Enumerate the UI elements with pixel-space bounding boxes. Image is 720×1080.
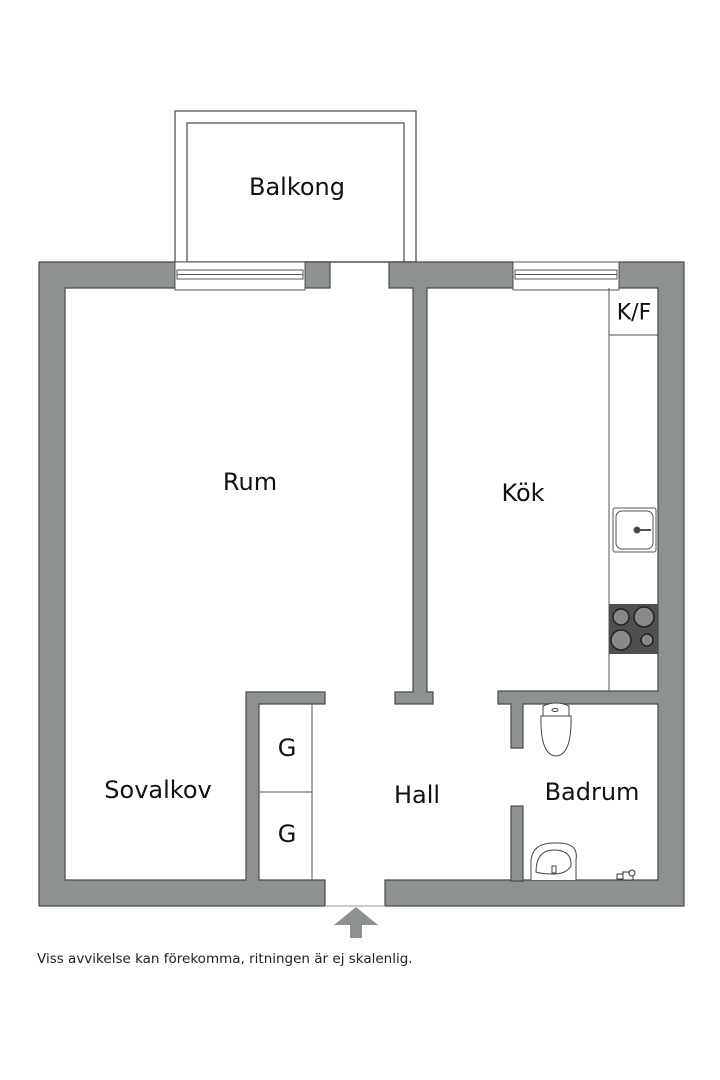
room-label-badrum: Badrum xyxy=(544,778,640,806)
room-label-balkong: Balkong xyxy=(248,173,346,201)
room-label-sovalkov: Sovalkov xyxy=(104,776,212,804)
disclaimer-text: Viss avvikelse kan förekomma, ritningen … xyxy=(37,951,413,967)
sink-icon xyxy=(612,507,657,553)
washbasin-icon xyxy=(530,842,577,880)
walls xyxy=(38,261,685,907)
room-label-hall: Hall xyxy=(393,781,441,809)
entrance-arrow-icon[interactable] xyxy=(334,907,378,938)
toilet-icon xyxy=(540,702,572,757)
faucet-icon xyxy=(616,869,636,881)
room-label-rum: Rum xyxy=(222,468,278,496)
closet-label-2: G xyxy=(277,820,297,848)
closets xyxy=(259,704,313,880)
label-fridge-freezer: K/F xyxy=(616,300,652,326)
window-icon xyxy=(174,261,620,291)
stove-icon xyxy=(609,604,658,654)
room-label-kok: Kök xyxy=(501,479,545,507)
closet-label-1: G xyxy=(277,734,297,762)
